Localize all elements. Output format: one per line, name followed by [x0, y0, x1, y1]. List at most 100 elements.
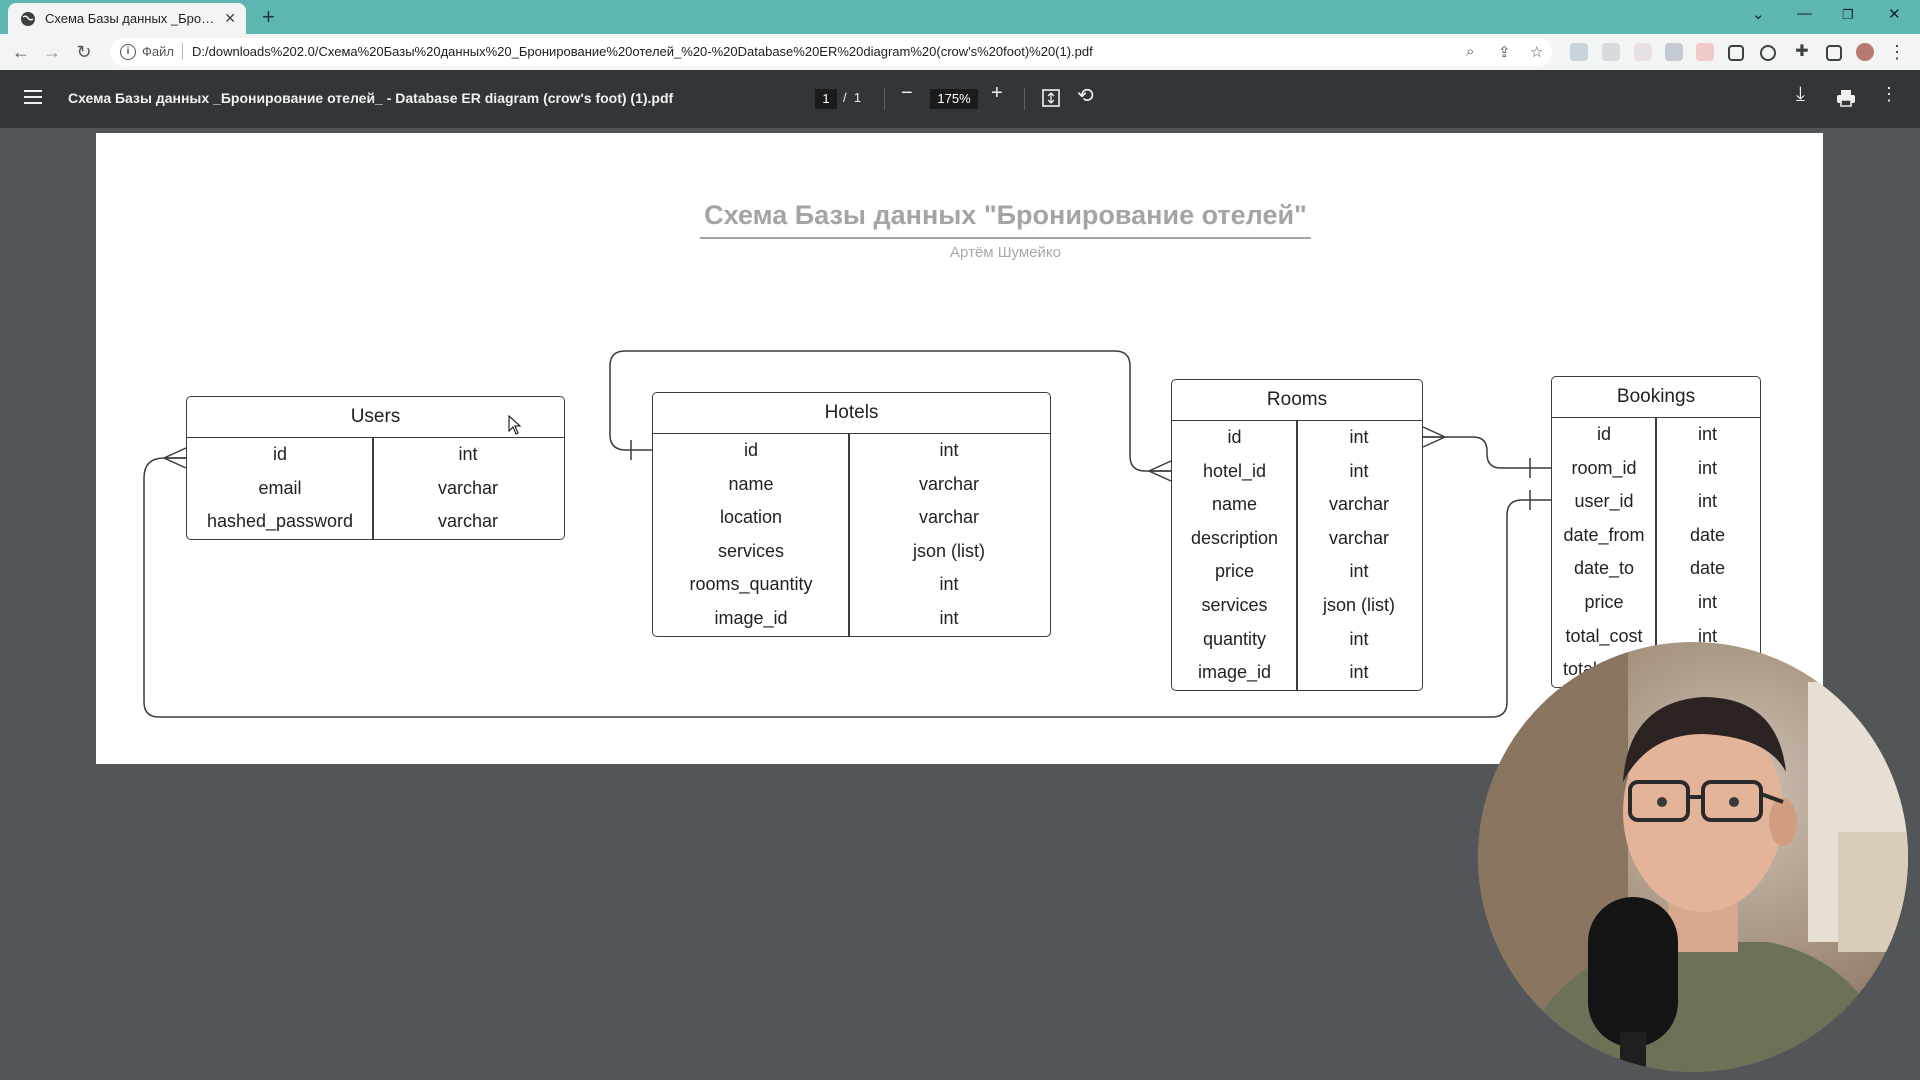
share-icon[interactable]: ⇪	[1498, 44, 1511, 61]
table-row: name varchar	[1172, 488, 1422, 522]
minimize-window-button[interactable]: —	[1797, 5, 1812, 22]
more-actions-icon[interactable]: ⋮	[1880, 84, 1898, 104]
tab-search-icon[interactable]: ⌄	[1752, 6, 1765, 23]
extension-circle-icon[interactable]	[1760, 45, 1776, 61]
field-name: hotel_id	[1202, 460, 1267, 481]
hamburger-menu-icon[interactable]	[24, 90, 42, 108]
column-divider	[372, 438, 374, 539]
back-arrow-icon[interactable]: ←	[12, 42, 30, 62]
rooms-crow-foot-right	[1422, 426, 1447, 448]
restore-window-button[interactable]: ❐	[1842, 7, 1854, 22]
browser-tab[interactable]: Схема Базы данных _Бронирование отелей_ …	[8, 3, 246, 34]
close-tab-icon[interactable]: ✕	[224, 10, 236, 26]
rotate-icon[interactable]: ⟲	[1077, 85, 1094, 107]
field-name: email	[258, 477, 302, 498]
page-separator: /	[843, 90, 847, 105]
field-type: date	[1689, 558, 1726, 579]
address-bar[interactable]: i Файл D:/downloads%202.0/Схема%20Базы%2…	[110, 38, 1552, 66]
zoom-level-input[interactable]: 175%	[930, 89, 978, 109]
side-panel-icon[interactable]	[1826, 45, 1842, 61]
forward-arrow-icon[interactable]: →	[43, 42, 61, 62]
pdf-page: Схема Базы данных "Бронирование отелей" …	[96, 133, 1823, 764]
field-name: description	[1190, 527, 1279, 548]
field-type: varchar	[437, 477, 499, 498]
download-icon[interactable]: ⤓	[1796, 83, 1805, 105]
field-type: int	[1697, 424, 1717, 444]
rooms-crow-foot	[1147, 460, 1172, 482]
zoom-icon[interactable]: ⌕	[1466, 43, 1475, 60]
field-type: json (list)	[912, 540, 985, 561]
field-name: image_id	[1197, 662, 1272, 683]
page-count: / 1	[843, 90, 861, 105]
field-type: date	[1689, 524, 1726, 545]
toolbar-divider	[884, 88, 885, 110]
field-name: total_cost	[1565, 625, 1643, 646]
field-name: services	[1201, 594, 1268, 615]
field-type: varchar	[1328, 494, 1390, 515]
field-type: int	[458, 444, 478, 464]
close-window-button[interactable]: ✕	[1888, 6, 1901, 23]
reload-icon[interactable]: ↻	[76, 42, 92, 62]
document-author: Артём Шумейко	[950, 244, 1061, 261]
table-hotels-header: Hotels	[653, 393, 1050, 434]
field-name: name	[728, 473, 774, 494]
field-type: int	[939, 574, 959, 595]
field-name: quantity	[1202, 628, 1267, 649]
field-name: date_to	[1573, 558, 1635, 579]
url-text[interactable]: D:/downloads%202.0/Схема%20Базы%20данных…	[192, 44, 1093, 59]
omnibox-divider	[182, 43, 183, 60]
print-icon[interactable]	[1836, 89, 1856, 107]
current-page-input[interactable]: 1	[815, 89, 837, 109]
pdf-toolbar: Схема Базы данных _Бронирование отелей_ …	[0, 70, 1920, 128]
extensions-puzzle-icon[interactable]: ✚	[1795, 43, 1809, 60]
field-type: int	[1697, 457, 1717, 478]
extension-shield-icon[interactable]	[1570, 43, 1588, 61]
extension-square-icon[interactable]	[1602, 43, 1620, 61]
new-tab-button[interactable]: +	[262, 4, 275, 29]
extension-red-icon[interactable]	[1696, 43, 1714, 61]
profile-avatar[interactable]	[1856, 43, 1874, 61]
field-type: int	[1349, 427, 1369, 447]
table-row: date_to date	[1552, 552, 1760, 586]
site-info-icon[interactable]: i	[120, 44, 136, 60]
field-type: int	[939, 607, 959, 628]
file-scheme-label: Файл	[142, 44, 174, 59]
field-type: int	[1697, 625, 1717, 646]
table-users-header: Users	[187, 397, 564, 438]
field-name: name	[1211, 494, 1258, 515]
field-name: hashed_password	[206, 511, 354, 532]
browser-menu-icon[interactable]: ⋮	[1888, 42, 1906, 62]
table-bookings-header: Bookings	[1552, 377, 1760, 418]
zoom-in-icon[interactable]: +	[991, 82, 1003, 104]
field-type: int	[939, 440, 959, 460]
field-type: int	[1697, 591, 1717, 612]
table-row: email varchar	[187, 472, 564, 506]
table-row: total_cost int	[1552, 620, 1760, 654]
field-type: int	[1349, 561, 1369, 582]
browser-tab-strip: Схема Базы данных _Бронирование отелей_ …	[0, 0, 1920, 34]
fit-to-page-icon[interactable]	[1042, 89, 1060, 107]
field-name: id	[1596, 424, 1611, 444]
extension-v-icon[interactable]	[1665, 43, 1683, 61]
field-type: int	[1697, 491, 1717, 512]
zoom-out-icon[interactable]: −	[901, 82, 913, 104]
bookmark-star-icon[interactable]: ☆	[1530, 44, 1544, 61]
extension-sparkle-icon[interactable]	[1634, 43, 1652, 61]
field-type: varchar	[918, 507, 980, 528]
presenter-image	[1478, 642, 1908, 1072]
extension-crop-icon[interactable]	[1728, 45, 1744, 61]
